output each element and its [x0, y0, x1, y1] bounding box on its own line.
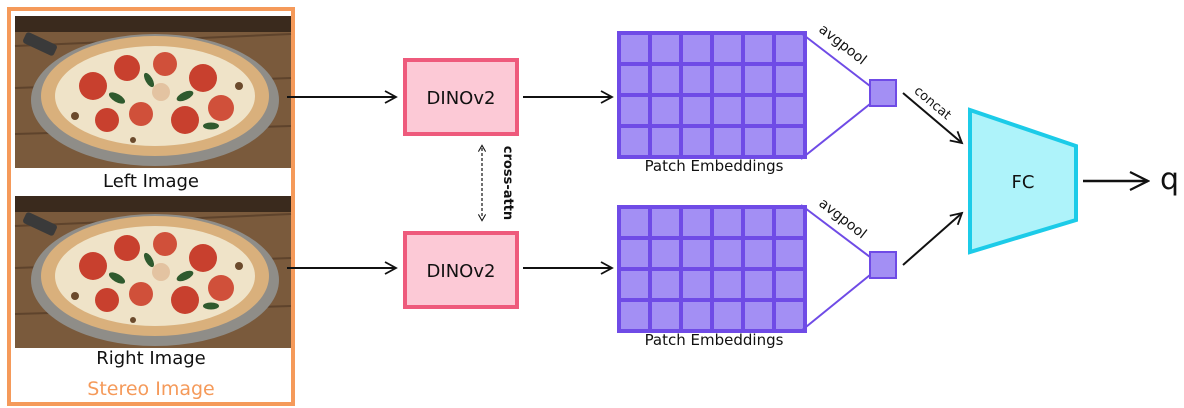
patch-embeddings-top-caption: Patch Embeddings: [645, 157, 784, 175]
output-label: q: [1160, 162, 1179, 197]
patch-bottom-cell: [714, 271, 741, 298]
encoder-top: DINOv2: [403, 58, 519, 136]
patch-top-cell: [683, 97, 710, 124]
patch-bottom-cell: [683, 209, 710, 236]
patch-bottom-cell: [714, 209, 741, 236]
patch-top-cell: [714, 66, 741, 93]
patch-top-cell: [714, 35, 741, 62]
patch-top-cell: [714, 128, 741, 155]
patch-embeddings-bottom-caption: Patch Embeddings: [645, 331, 784, 349]
patch-bottom-cell: [621, 240, 648, 267]
patch-top-frame: [617, 31, 807, 159]
avgpool-bottom-upper-line: [800, 204, 871, 258]
pooled-embedding-top: [869, 79, 897, 107]
patch-top-cell: [714, 97, 741, 124]
avgpool-top-upper-line: [800, 32, 871, 87]
patch-bottom-cell: [776, 302, 803, 329]
fc-block: FC: [968, 107, 1078, 255]
cross-attn-label: cross-attn: [500, 146, 515, 220]
left-image-photo: [14, 15, 292, 169]
patch-bottom-cell: [745, 302, 772, 329]
fc-trapezoid: [968, 107, 1078, 255]
patch-bottom-cell: [652, 240, 679, 267]
arrow-bottom-pooled-to-fc: [902, 211, 964, 266]
patch-bottom-cell: [683, 271, 710, 298]
stereo-image-panel: Left Image Right Image Stereo Image: [7, 7, 295, 406]
patch-top-cell: [776, 66, 803, 93]
dinov2-bottom-box: [403, 231, 519, 309]
stereo-image-frame: [7, 7, 295, 406]
patch-bottom-cell: [776, 240, 803, 267]
avgpool-top-label: avgpool: [816, 21, 870, 68]
patch-bottom-cell: [621, 209, 648, 236]
patch-bottom-cell: [652, 209, 679, 236]
encoder-bottom: DINOv2: [403, 231, 519, 309]
patch-top-cell: [621, 128, 648, 155]
patch-grid-top: [617, 31, 807, 159]
patch-top-cell: [745, 128, 772, 155]
dinov2-top-label: DINOv2: [427, 88, 496, 109]
patch-top-cell: [776, 97, 803, 124]
patch-top-cell: [652, 35, 679, 62]
patch-bottom-cell: [621, 302, 648, 329]
patch-top-cell: [776, 35, 803, 62]
patch-top-cell: [776, 128, 803, 155]
patch-bottom-cell: [745, 209, 772, 236]
patch-bottom-cell: [745, 271, 772, 298]
patch-top-cell: [621, 35, 648, 62]
patch-top-cell: [745, 35, 772, 62]
patch-bottom-cell: [652, 271, 679, 298]
stereo-image-label: Stereo Image: [87, 378, 214, 400]
patch-bottom-cell: [683, 302, 710, 329]
patch-top-cell: [621, 66, 648, 93]
left-image-caption: Left Image: [103, 171, 199, 192]
patch-top-cell: [683, 66, 710, 93]
patch-grid-bottom: [617, 205, 807, 333]
avgpool-top-lower-line: [800, 103, 871, 160]
patch-top-cell: [683, 35, 710, 62]
patch-top-cell: [652, 97, 679, 124]
patch-bottom-frame: [617, 205, 807, 333]
arrow-top-pooled-to-fc: [902, 92, 964, 145]
patch-bottom-cell: [776, 209, 803, 236]
patch-top-cell: [745, 66, 772, 93]
fc-label: FC: [1012, 172, 1035, 193]
right-image-caption: Right Image: [96, 348, 206, 369]
patch-top-cell: [745, 97, 772, 124]
patch-bottom-cell: [683, 240, 710, 267]
patch-bottom-cell: [714, 302, 741, 329]
right-image-photo: [14, 195, 292, 349]
pooled-embedding-bottom: [869, 251, 897, 279]
patch-top-cell: [621, 97, 648, 124]
dinov2-bottom-label: DINOv2: [427, 261, 496, 282]
patch-bottom-cell: [745, 240, 772, 267]
patch-bottom-cell: [776, 271, 803, 298]
patch-top-cell: [683, 128, 710, 155]
dinov2-top-box: [403, 58, 519, 136]
patch-bottom-cell: [652, 302, 679, 329]
patch-bottom-cell: [714, 240, 741, 267]
avgpool-bottom-lower-line: [800, 274, 871, 332]
patch-top-cell: [652, 66, 679, 93]
patch-top-cell: [652, 128, 679, 155]
patch-bottom-cell: [621, 271, 648, 298]
